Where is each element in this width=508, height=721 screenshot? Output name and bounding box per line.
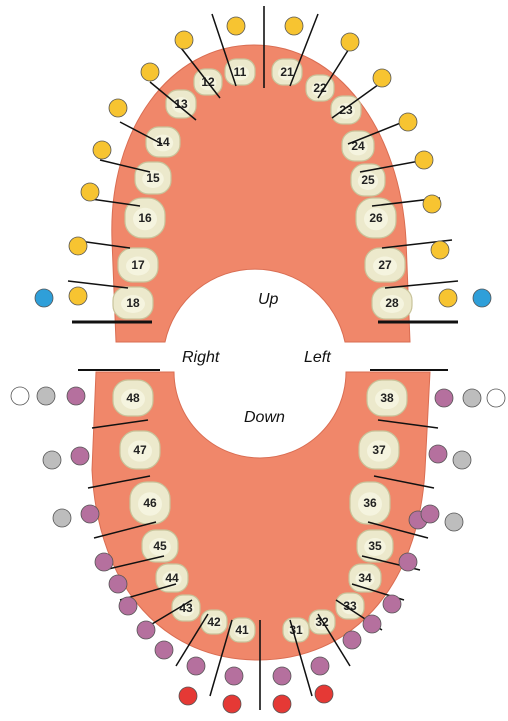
- gray-dot: [37, 387, 55, 405]
- purple-dot: [187, 657, 205, 675]
- tooth-number: 42: [207, 615, 221, 629]
- tooth-number: 48: [126, 391, 140, 405]
- tooth-number: 28: [385, 296, 399, 310]
- upper-tooth-15: 15: [135, 162, 171, 194]
- purple-dot: [155, 641, 173, 659]
- purple-dot: [435, 389, 453, 407]
- purple-dot: [363, 615, 381, 633]
- upper-tooth-27: 27: [365, 248, 405, 282]
- tooth-number: 36: [363, 496, 377, 510]
- purple-dot: [119, 597, 137, 615]
- red-dot: [179, 687, 197, 705]
- yellow-dot: [373, 69, 391, 87]
- yellow-dot: [109, 99, 127, 117]
- tooth-number: 27: [378, 258, 392, 272]
- yellow-dot: [175, 31, 193, 49]
- upper-tooth-11: 11: [225, 59, 255, 85]
- lower-tooth-47: 47: [120, 431, 160, 469]
- gray-dot: [445, 513, 463, 531]
- tooth-number: 37: [372, 443, 386, 457]
- upper-tooth-21: 21: [272, 59, 302, 85]
- yellow-dot: [285, 17, 303, 35]
- red-dot: [273, 695, 291, 713]
- purple-dot: [273, 667, 291, 685]
- tooth-number: 38: [380, 391, 394, 405]
- white-dot: [487, 389, 505, 407]
- gray-dot: [53, 509, 71, 527]
- lower-tooth-46: 46: [130, 482, 170, 524]
- purple-dot: [109, 575, 127, 593]
- lower-tooth-43: 43: [172, 595, 200, 621]
- tooth-number: 18: [126, 296, 140, 310]
- tooth-number: 45: [153, 539, 167, 553]
- gray-dot: [453, 451, 471, 469]
- yellow-dot: [93, 141, 111, 159]
- tooth-number: 26: [369, 211, 383, 225]
- lower-tooth-32: 32: [309, 610, 335, 634]
- lower-tooth-42: 42: [201, 610, 227, 634]
- lower-tooth-37: 37: [359, 431, 399, 469]
- lower-tooth-35: 35: [357, 530, 393, 562]
- purple-dot: [311, 657, 329, 675]
- yellow-dot: [423, 195, 441, 213]
- tooth-number: 16: [138, 211, 152, 225]
- yellow-dot: [81, 183, 99, 201]
- purple-dot: [137, 621, 155, 639]
- lower-tooth-41: 41: [229, 618, 255, 642]
- tooth-number: 15: [146, 171, 160, 185]
- yellow-dot: [399, 113, 417, 131]
- lower-tooth-38: 38: [367, 380, 407, 416]
- red-dot: [223, 695, 241, 713]
- purple-dot: [81, 505, 99, 523]
- tooth-number: 21: [280, 65, 294, 79]
- purple-dot: [429, 445, 447, 463]
- tooth-number: 34: [358, 571, 372, 585]
- blue-dot: [473, 289, 491, 307]
- upper-tooth-18: 18: [113, 287, 153, 319]
- blue-dot: [35, 289, 53, 307]
- tooth-number: 25: [361, 173, 375, 187]
- tooth-number: 44: [165, 571, 179, 585]
- yellow-dot: [341, 33, 359, 51]
- tooth-number: 46: [143, 496, 157, 510]
- purple-dot: [421, 505, 439, 523]
- yellow-dot: [415, 151, 433, 169]
- gray-dot: [43, 451, 61, 469]
- label-down: Down: [244, 409, 285, 426]
- tooth-number: 35: [368, 539, 382, 553]
- upper-tooth-17: 17: [118, 248, 158, 282]
- yellow-dot: [69, 237, 87, 255]
- tooth-number: 41: [235, 623, 249, 637]
- red-dot: [315, 685, 333, 703]
- purple-dot: [95, 553, 113, 571]
- label-up: Up: [258, 291, 279, 308]
- label-right: Right: [182, 349, 220, 366]
- yellow-dot: [141, 63, 159, 81]
- upper-tooth-28: 28: [372, 287, 412, 319]
- lower-tooth-36: 36: [350, 482, 390, 524]
- yellow-dot: [431, 241, 449, 259]
- upper-tooth-13: 13: [166, 90, 196, 118]
- yellow-dot: [227, 17, 245, 35]
- purple-dot: [343, 631, 361, 649]
- tooth-number: 47: [133, 443, 147, 457]
- label-left: Left: [304, 349, 331, 366]
- tooth-number: 11: [234, 65, 247, 79]
- yellow-dot: [439, 289, 457, 307]
- tooth-number: 17: [131, 258, 145, 272]
- purple-dot: [225, 667, 243, 685]
- purple-dot: [67, 387, 85, 405]
- upper-tooth-14: 14: [146, 127, 180, 157]
- yellow-dot: [69, 287, 87, 305]
- purple-dot: [71, 447, 89, 465]
- white-dot: [11, 387, 29, 405]
- gray-dot: [463, 389, 481, 407]
- lower-tooth-48: 48: [113, 380, 153, 416]
- purple-dot: [383, 595, 401, 613]
- purple-dot: [399, 553, 417, 571]
